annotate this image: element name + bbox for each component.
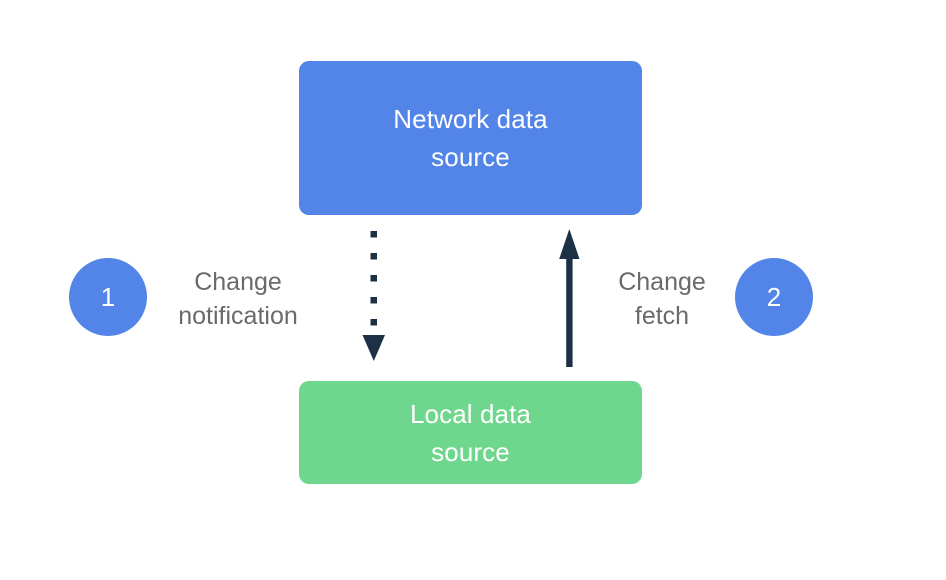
step-badge-1[interactable]: 1 (69, 258, 147, 336)
edge-label-change-notification: Change notification (178, 268, 298, 330)
arrow-change-fetch-icon (559, 229, 580, 367)
node-network-data-source[interactable]: Network data source (299, 61, 642, 215)
edge-label-change-fetch: Change fetch (618, 268, 706, 330)
node-local-data-source[interactable]: Local data source (299, 381, 642, 484)
step-badge-2-label: 2 (766, 282, 782, 312)
step-badge-1-label: 1 (100, 282, 116, 312)
arrow-change-notification-icon (362, 231, 385, 361)
step-badge-2[interactable]: 2 (735, 258, 813, 336)
node-network-data-source-label: Network data source (393, 104, 548, 172)
node-local-data-source-label: Local data source (410, 398, 531, 467)
